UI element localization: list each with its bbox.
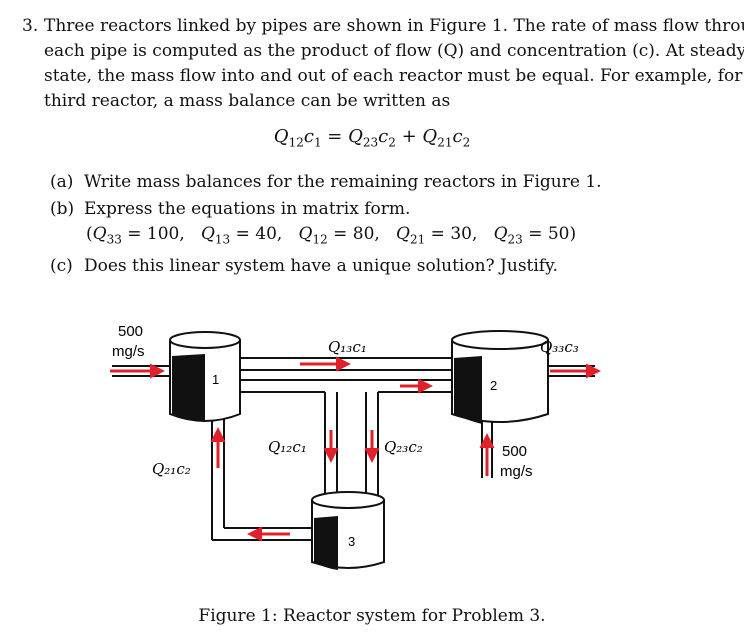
label-q23c2: Q₂₃c₂ (384, 438, 423, 456)
label-q21c2: Q₂₁c₂ (152, 460, 191, 478)
label-q13c1: Q₁₃c₁ (328, 338, 367, 356)
label-q33c3: Q₃₃c₃ (540, 338, 579, 356)
reactor-2-label: 2 (490, 378, 497, 393)
item-a: (a)Write mass balances for the remaining… (50, 172, 602, 192)
reactor-1-label: 1 (212, 372, 219, 387)
figure-caption: Figure 1: Reactor system for Problem 3. (198, 606, 546, 626)
flow-parameters: (Q33 = 100, Q13 = 40, Q12 = 80, Q21 = 30… (86, 224, 577, 247)
mass-balance-equation: Q12c1 = Q23c2 + Q21c2 (273, 126, 471, 150)
reactor-1: 1 (169, 331, 241, 422)
sub-questions: (a)Write mass balances for the remaining… (50, 170, 602, 281)
item-b: (b)Express the equations in matrix form.… (50, 197, 602, 252)
problem-line-1: 3.Three reactors linked by pipes are sho… (22, 14, 744, 39)
inflow-2-unit: mg/s (500, 463, 533, 480)
problem-statement: 3.Three reactors linked by pipes are sho… (22, 14, 744, 114)
item-c: (c)Does this linear system have a unique… (50, 256, 558, 277)
reactor-2: 2 (451, 330, 549, 424)
problem-line-4: third reactor, a mass balance can be wri… (44, 91, 451, 111)
problem-line-2: each pipe is computed as the product of … (44, 41, 744, 61)
inflow-1-value: 500 (118, 323, 143, 340)
problem-number: 3. (22, 16, 39, 36)
flow-arrows (110, 356, 601, 542)
reactor-3: 3 (311, 491, 385, 570)
reactor-figure: 1 2 3 500 mg/s (110, 323, 601, 570)
label-q12c1: Q₁₂c₁ (268, 438, 307, 456)
inflow-1-unit: mg/s (112, 343, 145, 360)
inflow-2-value: 500 (502, 443, 527, 460)
problem-line-3: state, the mass flow into and out of eac… (44, 66, 744, 86)
reactor-3-label: 3 (348, 534, 355, 549)
